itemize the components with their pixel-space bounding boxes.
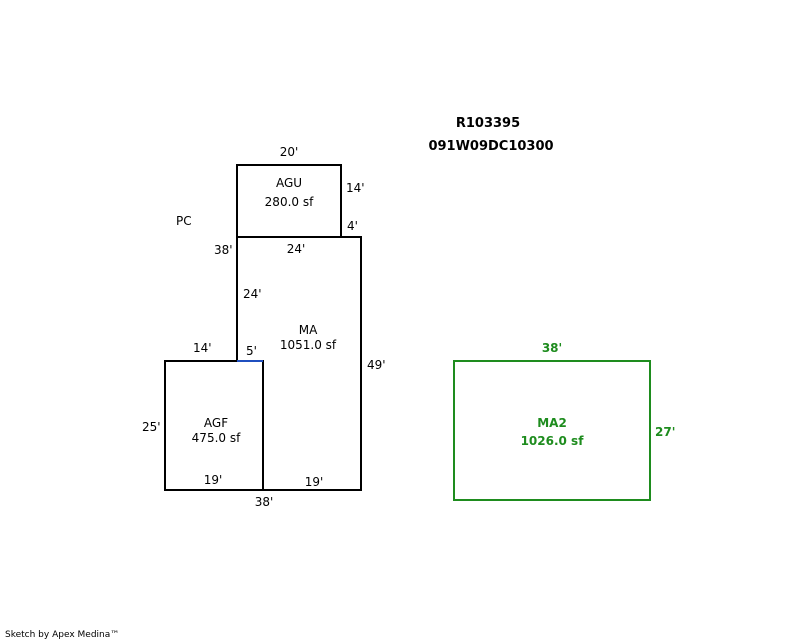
agf-outline: [164, 360, 264, 491]
ma-outline: [236, 236, 362, 491]
dim-agu-top: 20': [279, 145, 299, 159]
dim-ma-bottom: 19': [304, 475, 324, 489]
agf-code: AGF: [203, 416, 229, 430]
credit-text: Sketch by Apex Medina™: [5, 630, 120, 640]
ma-code: MA: [298, 323, 318, 337]
dim-ma-right: 49': [367, 358, 386, 372]
agf-area: 475.0 sf: [191, 431, 241, 445]
ma2-outline: [453, 360, 651, 501]
agu-area: 280.0 sf: [264, 195, 314, 209]
dim-ma-top: 24': [286, 242, 306, 256]
dim-notch: 5': [246, 344, 257, 358]
dim-ma-left-top: 38': [214, 243, 233, 257]
dim-agf-top: 14': [193, 341, 212, 355]
dim-ma2-top: 38': [541, 341, 563, 355]
dim-ma-left-mid: 24': [243, 287, 262, 301]
ma-area: 1051.0 sf: [279, 338, 337, 352]
dim-agf-bottom: 19': [203, 473, 223, 487]
map-id: 091W09DC10300: [428, 139, 554, 154]
agu-code: AGU: [275, 176, 303, 190]
ma2-code: MA2: [537, 416, 567, 430]
pc-label: PC: [176, 214, 192, 228]
ma2-area: 1026.0 sf: [520, 434, 584, 448]
dim-ma2-right: 27': [655, 425, 676, 439]
parcel-id: R103395: [455, 116, 521, 131]
dim-step-right: 4': [347, 219, 358, 233]
dim-agf-left: 25': [142, 420, 161, 434]
dim-total-bottom: 38': [254, 495, 274, 509]
dim-agu-right: 14': [346, 181, 365, 195]
